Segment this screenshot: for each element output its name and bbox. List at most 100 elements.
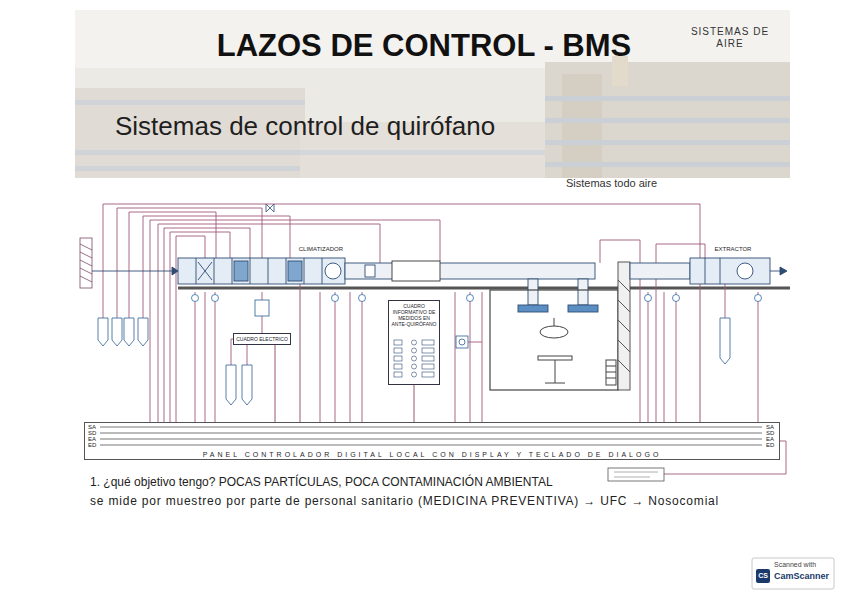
bus-label: EA — [88, 436, 96, 442]
unit-box: CLIMATIZADOR — [175, 245, 347, 284]
extractor-unit — [690, 258, 787, 284]
supply-duct — [518, 305, 548, 312]
indicator-grid — [412, 372, 417, 377]
panel-label: CUADRO ELECTRICO — [235, 336, 289, 342]
header-photo — [75, 150, 305, 155]
bus-label: SA — [766, 424, 774, 430]
operating-room — [538, 356, 572, 360]
bus-line — [100, 427, 762, 428]
control-wire — [231, 284, 725, 365]
air-intake-grille — [80, 238, 92, 288]
indicator-grid — [422, 348, 434, 353]
scanner-badge — [752, 558, 834, 589]
valve-symbol — [266, 204, 274, 212]
sensor-symbol — [138, 318, 148, 346]
header-photo — [545, 96, 790, 101]
panel-box: CUADRO ELECTRICO — [233, 333, 291, 345]
sensor-symbol — [255, 300, 269, 316]
air-intake-grille — [80, 244, 92, 282]
operating-room — [554, 318, 555, 326]
badge-text: CamScanner — [774, 571, 829, 582]
sensor-symbol — [242, 365, 252, 405]
handwritten-note: SISTEMAS DE AIRE — [682, 26, 778, 50]
field-device — [192, 295, 199, 302]
extractor-unit — [770, 271, 780, 272]
air-handling-unit — [198, 262, 212, 280]
control-wire — [164, 228, 250, 422]
indicator-grid — [412, 356, 417, 361]
supply-duct — [568, 305, 598, 312]
unit-heading: EXTRACTOR — [692, 246, 774, 253]
extractor-unit — [705, 258, 720, 284]
supply-duct — [345, 263, 595, 279]
indicator-grid — [394, 340, 402, 345]
air-handling-unit — [288, 261, 302, 281]
controller-label: PANEL CONTROLADOR DIGITAL LOCAL CON DISP… — [89, 451, 775, 459]
header-photo — [545, 62, 790, 178]
supply-duct — [345, 261, 598, 312]
output-box — [614, 472, 658, 477]
header-photo — [545, 140, 790, 145]
return-duct — [630, 263, 690, 279]
supply-duct — [528, 279, 538, 305]
sensor-symbol — [720, 318, 730, 364]
sensor-symbol — [456, 336, 468, 348]
valve-symbol — [266, 204, 274, 212]
field-device — [467, 295, 474, 302]
air-handling-unit — [178, 258, 345, 284]
badge-text: Scanned with — [774, 561, 816, 569]
bus-label: SD — [88, 430, 96, 436]
indicator-grid — [412, 340, 417, 345]
bus-line — [100, 433, 762, 434]
control-wire — [158, 224, 380, 422]
sensor-symbol — [98, 318, 108, 346]
operating-room — [490, 290, 618, 390]
field-device — [673, 295, 680, 302]
panel-label: CUADRO INFORMATIVO DE MEDIDOS EN ANTE-QU… — [391, 303, 437, 327]
badge-logo: CS — [756, 569, 770, 583]
control-wire — [150, 220, 440, 422]
bus-label: EA — [766, 436, 774, 442]
floor-slab — [178, 288, 790, 289]
field-device — [359, 295, 366, 302]
indicator-grid — [394, 348, 402, 353]
scanner-badge — [752, 558, 834, 589]
bus-label: SD — [766, 430, 774, 436]
indicator-grid — [412, 348, 417, 353]
operating-room — [545, 360, 565, 383]
indicator-grid — [422, 364, 434, 369]
indicator-grid — [394, 356, 402, 361]
bus-label: ED — [88, 442, 96, 448]
supply-duct — [578, 279, 588, 305]
floor-slab — [178, 287, 790, 290]
air-handling-unit — [325, 263, 341, 279]
supply-duct — [392, 261, 440, 281]
panel-box: CUADRO INFORMATIVO DE MEDIDOS EN ANTE-QU… — [388, 300, 440, 385]
sensor-symbol — [226, 365, 236, 405]
extractor-unit — [690, 258, 770, 284]
operating-room — [606, 366, 616, 378]
air-handling-unit — [92, 271, 172, 272]
sensor-symbol — [124, 318, 134, 346]
unit-heading: CLIMATIZADOR — [179, 246, 343, 253]
subtitle: Sistemas de control de quirófano — [115, 111, 495, 141]
indicator-grid — [422, 356, 434, 361]
controller-band: PANEL CONTROLADOR DIGITAL LOCAL CON DISP… — [84, 422, 780, 460]
handwritten-note: Sistemas todo aire — [566, 177, 657, 189]
field-device — [755, 295, 762, 302]
bus-line — [100, 427, 762, 445]
extractor-unit — [780, 267, 787, 275]
header-photo — [545, 118, 790, 123]
air-handling-unit — [92, 258, 345, 284]
handwritten-note: 1. ¿qué objetivo tengo? POCAS PARTÍCULAS… — [90, 475, 553, 489]
control-wire — [468, 342, 482, 343]
control-wire — [103, 204, 786, 474]
unit-box: EXTRACTOR — [688, 245, 778, 284]
scanner-badge — [756, 569, 770, 583]
field-device — [332, 295, 339, 302]
control-wire — [195, 292, 758, 422]
air-handling-unit — [196, 258, 322, 284]
operating-room — [606, 360, 616, 385]
